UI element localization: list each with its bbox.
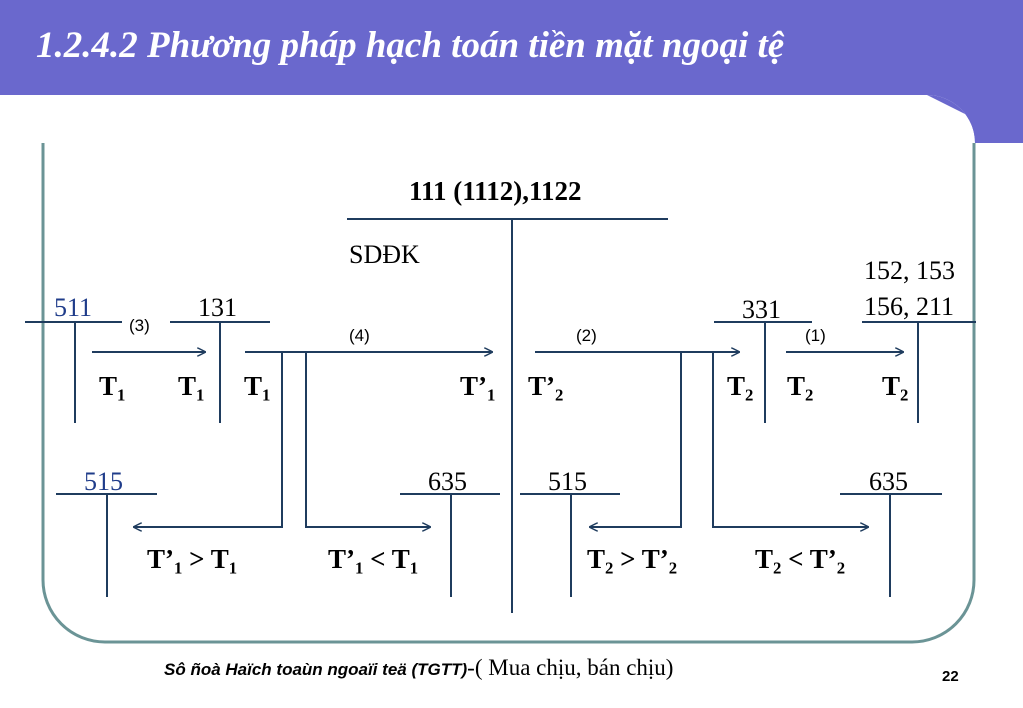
footer-caption-part1: Sô ñoà Haïch toaùn ngoaïi teä (TGTT) [164, 660, 468, 679]
label-t2-152: T2 [882, 371, 909, 405]
opening-balance-label: SDĐK [349, 240, 420, 269]
step-2-label: (2) [576, 326, 597, 345]
acct-131-label: 131 [198, 293, 237, 322]
condition-loss-receivable: T’1 < T1 [328, 544, 419, 578]
label-t2-331-credit: T2 [787, 371, 814, 405]
arrow-to-515-right [590, 352, 682, 527]
arrow-to-515-left [134, 352, 283, 527]
slide-title: 1.2.4.2 Phương pháp hạch toán tiền mặt n… [36, 25, 785, 66]
label-t2-331-debit: T2 [727, 371, 754, 405]
acct-331-label: 331 [742, 295, 781, 324]
header-band [0, 0, 1023, 143]
label-t1-131-credit: T1 [244, 371, 271, 405]
condition-loss-payable: T2 < T’2 [755, 544, 846, 578]
acct-515-right-label: 515 [548, 467, 587, 496]
acct-152-label-line1: 152, 153 [864, 256, 955, 285]
arrow-to-635-left [305, 352, 430, 527]
acct-635-left-label: 635 [428, 467, 467, 496]
step-4-label: (4) [349, 326, 370, 345]
label-t1-131-debit: T1 [178, 371, 205, 405]
acct-152-label-line2: 156, 211 [864, 292, 955, 321]
main-account-label: 111 (1112),1122 [409, 176, 582, 206]
content-frame [41, 143, 976, 644]
label-t1-511: T1 [99, 371, 126, 405]
page-number: 22 [942, 668, 959, 685]
acct-511-label: 511 [54, 293, 93, 322]
acct-635-right-label: 635 [869, 467, 908, 496]
label-tp1-111-debit: T’1 [460, 371, 496, 405]
acct-515-left-label: 515 [84, 467, 123, 496]
step-3-label: (3) [129, 316, 150, 335]
arrow-to-635-right [712, 352, 868, 527]
label-tp2-111-credit: T’2 [528, 371, 564, 405]
footer-caption: Sô ñoà Haïch toaùn ngoaïi teä (TGTT)-( M… [164, 655, 673, 681]
step-1-label: (1) [805, 326, 826, 345]
condition-gain-payable: T2 > T’2 [587, 544, 678, 578]
condition-gain-receivable: T’1 > T1 [147, 544, 238, 578]
footer-caption-part2: -( Mua chịu, bán chịu) [467, 655, 674, 680]
